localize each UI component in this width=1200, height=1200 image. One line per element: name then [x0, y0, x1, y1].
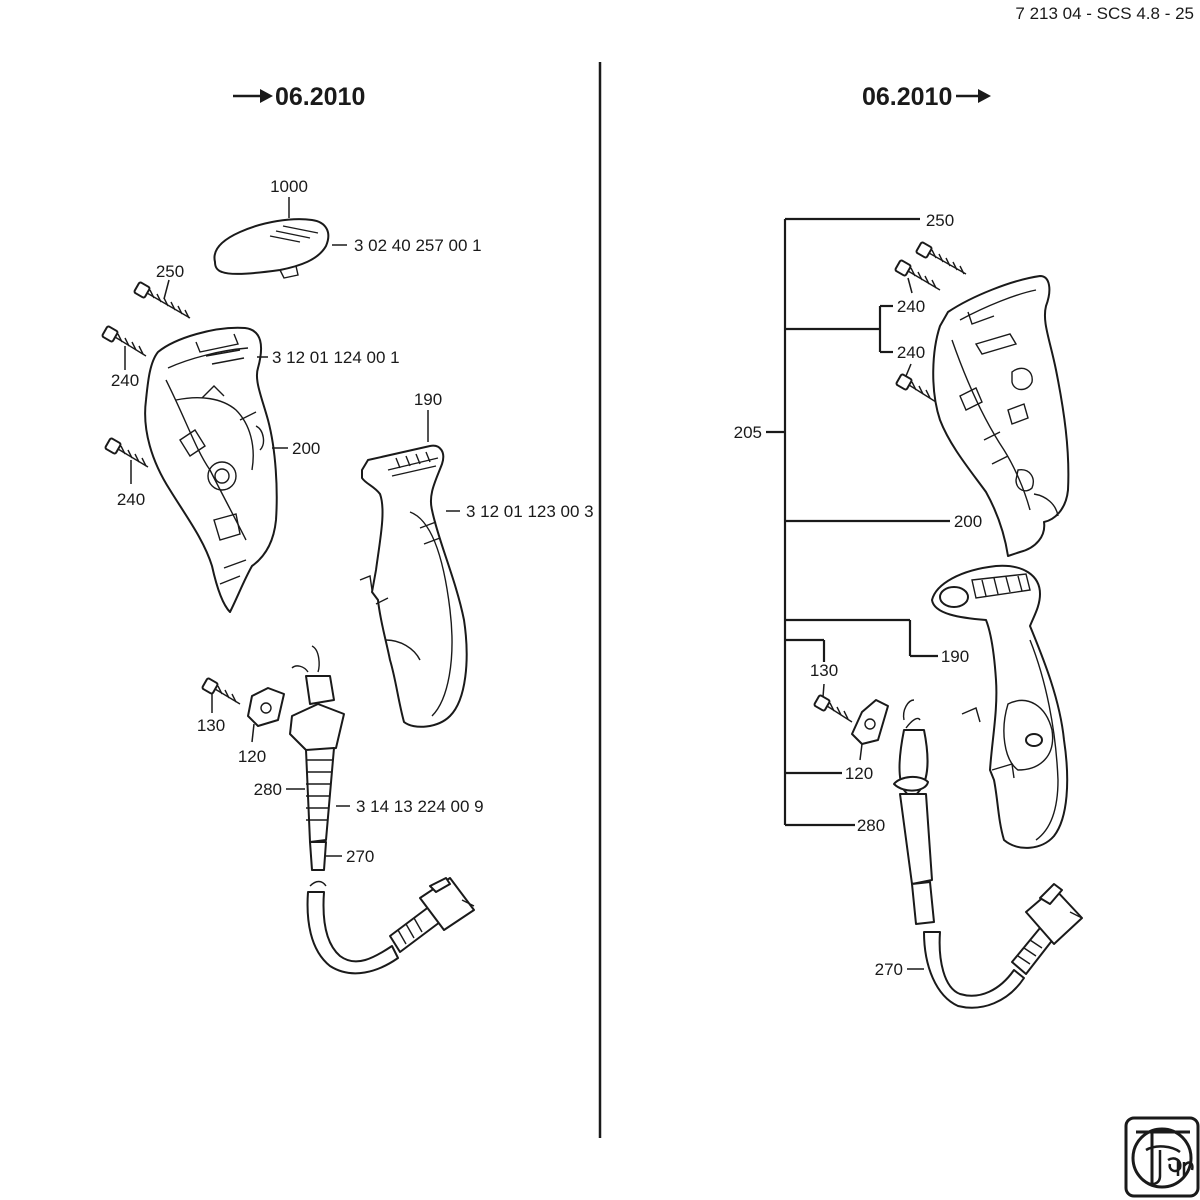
left-header-arrow [233, 89, 273, 103]
part-200-housing [144, 326, 278, 613]
left-callout-240b: 240 [117, 490, 145, 509]
right-callout-120: 120 [845, 764, 873, 783]
right-bracket-205 [766, 217, 950, 827]
fein-logo [1124, 1116, 1200, 1198]
left-callout-270: 270 [346, 847, 374, 866]
right-header-arrow [956, 89, 991, 103]
right-header-date: 06.2010 [862, 83, 952, 111]
left-header-date: 06.2010 [275, 83, 365, 111]
right-screw-240b [895, 363, 937, 403]
left-screw-240a [101, 325, 147, 357]
right-screw-130 [813, 683, 853, 723]
right-screw-250 [915, 241, 967, 275]
left-panel: 06.2010 1000 3 02 40 257 00 1 250 240 [101, 83, 594, 975]
right-callout-200: 200 [954, 512, 982, 531]
right-callout-280: 280 [857, 816, 885, 835]
left-callout-130: 130 [197, 716, 225, 735]
right-screw-240a [894, 259, 941, 294]
left-part-120-clamp [247, 687, 285, 727]
left-partno-280: 3 14 13 224 00 9 [356, 797, 484, 816]
left-callout-120: 120 [238, 747, 266, 766]
left-partno-200: 3 12 01 124 00 1 [272, 348, 400, 367]
left-callout-250: 250 [156, 262, 184, 281]
right-part-270-cable [923, 883, 1083, 1009]
left-part-280-strain-relief [289, 645, 345, 871]
part-1000-cover [213, 218, 330, 279]
right-panel: 06.2010 250 240 240 205 200 190 [734, 83, 1083, 1009]
right-part-280-strain-relief [893, 699, 935, 925]
drawing-reference: 7 213 04 - SCS 4.8 - 25 [1015, 4, 1194, 23]
left-part-270-cable [306, 877, 475, 975]
right-callout-270: 270 [875, 960, 903, 979]
right-callout-205: 205 [734, 423, 762, 442]
right-part-120-clamp [851, 699, 889, 761]
right-callout-130: 130 [810, 661, 838, 680]
right-callout-250: 250 [926, 211, 954, 230]
right-callout-190: 190 [941, 647, 969, 666]
right-callout-240b: 240 [897, 343, 925, 362]
left-screw-240b [104, 437, 149, 468]
left-callout-280: 280 [254, 780, 282, 799]
left-screw-130 [201, 677, 241, 705]
left-partno-190: 3 12 01 123 00 3 [466, 502, 594, 521]
left-partno-1000: 3 02 40 257 00 1 [354, 236, 482, 255]
part-190-handle [359, 444, 468, 728]
left-callout-190: 190 [414, 390, 442, 409]
left-callout-240a: 240 [111, 371, 139, 390]
right-part-190-handle [931, 564, 1069, 849]
left-screw-250 [133, 281, 191, 319]
left-callout-200: 200 [292, 439, 320, 458]
right-callout-240a: 240 [897, 297, 925, 316]
left-callout-1000: 1000 [270, 177, 308, 196]
right-part-200-housing [932, 275, 1070, 557]
